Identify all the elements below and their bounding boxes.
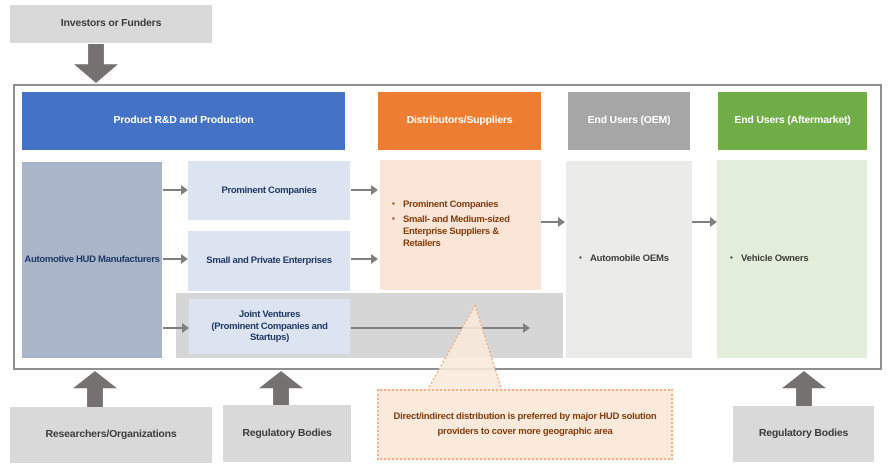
- oem-box: Automobile OEMs: [566, 161, 692, 358]
- header-product-rd: Product R&D and Production: [22, 92, 345, 150]
- aftermarket-bullet-1: Vehicle Owners: [730, 253, 809, 265]
- distributors-bullet-2: Small- and Medium-sized Enterprise Suppl…: [392, 214, 535, 251]
- arrow-up-regulatory-right-icon: [782, 371, 826, 407]
- investors-box: Investors or Funders: [10, 5, 212, 43]
- arrow-up-researchers-icon: [73, 371, 117, 407]
- prominent-companies-box: Prominent Companies: [188, 161, 350, 220]
- header-end-users-aftermarket-label: End Users (Aftermarket): [734, 114, 851, 127]
- header-distributors: Distributors/Suppliers: [378, 92, 541, 150]
- small-private-enterprises-label: Small and Private Enterprises: [206, 255, 332, 267]
- distributors-bullet-list: Prominent Companies Small- and Medium-si…: [392, 197, 535, 252]
- regulatory-bodies-left-label: Regulatory Bodies: [242, 426, 332, 439]
- flow-arrow-prominent-to-distributors: [351, 185, 378, 195]
- oem-bullet-list: Automobile OEMs: [579, 251, 669, 267]
- researchers-label: Researchers/Organizations: [45, 428, 177, 441]
- flow-arrow-small-to-distributors: [351, 254, 378, 264]
- prominent-companies-label: Prominent Companies: [221, 184, 317, 196]
- flow-arrow-manufacturers-to-prominent: [163, 185, 188, 195]
- distribution-callout: Direct/indirect distribution is preferre…: [377, 389, 673, 460]
- joint-ventures-box: Joint Ventures (Prominent Companies and …: [189, 299, 350, 354]
- header-end-users-oem: End Users (OEM): [568, 92, 690, 150]
- arrow-down-icon: [74, 44, 118, 83]
- small-private-enterprises-box: Small and Private Enterprises: [188, 231, 350, 291]
- aftermarket-box: Vehicle Owners: [717, 160, 867, 358]
- investors-label: Investors or Funders: [60, 17, 162, 30]
- manufacturers-box: Automotive HUD Manufacturers: [22, 162, 162, 358]
- aftermarket-bullet-list: Vehicle Owners: [730, 251, 809, 267]
- header-product-rd-label: Product R&D and Production: [113, 114, 254, 127]
- flow-arrow-manufacturers-to-small: [163, 254, 188, 264]
- researchers-box: Researchers/Organizations: [10, 407, 212, 463]
- distributors-bullet-1: Prominent Companies: [392, 199, 535, 211]
- flow-arrow-jv-long: [351, 323, 530, 333]
- flow-arrow-manufacturers-to-jv: [163, 323, 189, 333]
- header-end-users-aftermarket: End Users (Aftermarket): [718, 92, 867, 150]
- regulatory-bodies-left-box: Regulatory Bodies: [223, 405, 351, 462]
- oem-bullet-1: Automobile OEMs: [579, 253, 669, 265]
- regulatory-bodies-right-box: Regulatory Bodies: [733, 406, 874, 462]
- distributors-box: Prominent Companies Small- and Medium-si…: [380, 160, 541, 290]
- arrow-up-regulatory-left-icon: [259, 371, 303, 407]
- joint-ventures-label-line2: (Prominent Companies and Startups): [211, 320, 328, 344]
- flow-arrow-oem-to-aftermarket: [692, 217, 717, 227]
- regulatory-bodies-right-label: Regulatory Bodies: [758, 427, 849, 440]
- distribution-callout-text: Direct/indirect distribution is preferre…: [393, 411, 657, 437]
- header-distributors-label: Distributors/Suppliers: [406, 114, 513, 127]
- header-end-users-oem-label: End Users (OEM): [587, 114, 671, 127]
- joint-ventures-label-line1: Joint Ventures: [238, 308, 301, 320]
- manufacturers-label: Automotive HUD Manufacturers: [24, 254, 160, 266]
- flow-arrow-distributors-to-oem: [541, 217, 565, 227]
- callout-pointer-triangle: [426, 304, 503, 392]
